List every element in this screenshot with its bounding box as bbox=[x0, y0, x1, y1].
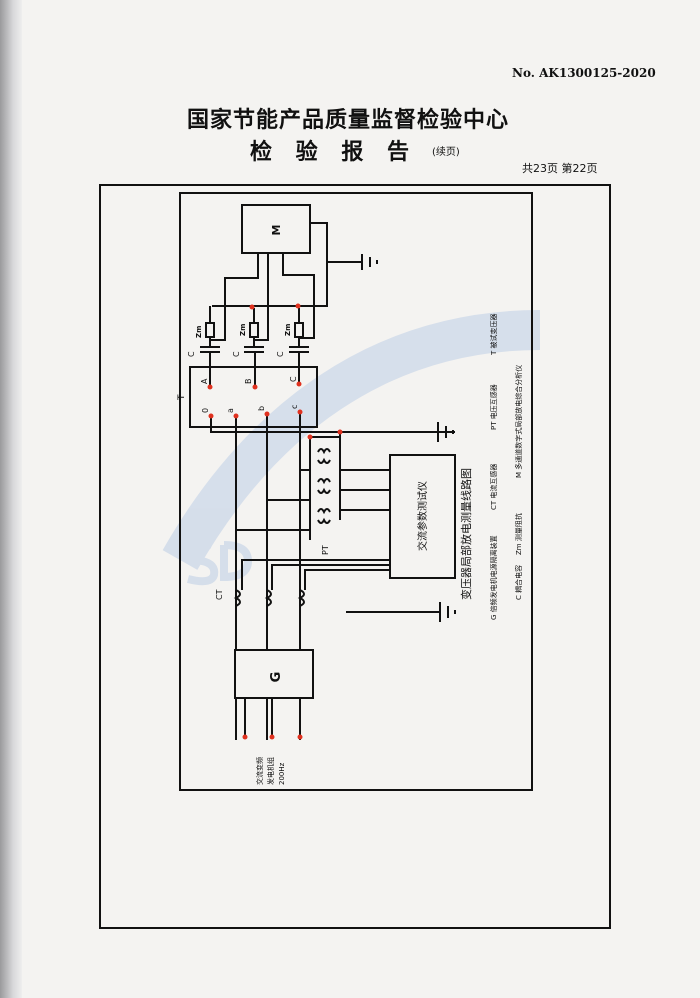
page-binding bbox=[0, 0, 22, 998]
terminal-b: b bbox=[257, 406, 266, 411]
label-c-1: C bbox=[187, 351, 196, 357]
instrument-box bbox=[389, 454, 456, 579]
outer-frame bbox=[99, 184, 611, 929]
label-c-2: C bbox=[232, 351, 241, 357]
label-t: T bbox=[177, 394, 187, 401]
report-title: 检 验 报 告 bbox=[250, 140, 417, 165]
organization-name: 国家节能产品质量监督检验中心 bbox=[187, 108, 510, 133]
legend-t: T 被试变压器 bbox=[489, 313, 498, 356]
legend-c: C 耦合电容 bbox=[514, 565, 523, 600]
label-g: G bbox=[269, 672, 284, 683]
analyzer-box bbox=[241, 204, 311, 254]
source-label-3: 200Hz bbox=[278, 762, 286, 785]
terminal-dots bbox=[207, 303, 343, 740]
report-number: No. AK1300125-2020 bbox=[512, 66, 656, 80]
legend-g: G 倍频发电机电源隔离装置 bbox=[489, 535, 498, 620]
terminal-c: c bbox=[290, 405, 299, 409]
source-label-2: 发电机组 bbox=[266, 757, 275, 785]
terminal-c-upper: C bbox=[289, 376, 298, 382]
label-m: M bbox=[270, 225, 283, 236]
label-pt: PT bbox=[321, 545, 330, 555]
source-label-1: 交流变频 bbox=[255, 757, 264, 785]
diagram-title: 变压器局部放电测量线路图 bbox=[459, 468, 473, 600]
terminal-a-upper: A bbox=[200, 378, 209, 384]
label-zm-3: Zm bbox=[284, 324, 292, 336]
page-counter: 共23页 第22页 bbox=[522, 162, 598, 175]
inner-frame bbox=[179, 192, 533, 791]
legend-ct: CT 电流互感器 bbox=[489, 464, 498, 510]
legend-m: M 多通道数字式局部放电综合分析仪 bbox=[514, 365, 523, 478]
continued-label: (续页) bbox=[432, 147, 460, 158]
generator-box bbox=[234, 649, 314, 699]
instrument-label: 交流参数测试仪 bbox=[416, 481, 429, 551]
terminal-a: a bbox=[226, 408, 235, 413]
terminal-0: 0 bbox=[201, 408, 210, 413]
label-zm-2: Zm bbox=[239, 324, 247, 336]
terminal-b-upper: B bbox=[244, 379, 253, 385]
legend-pt: PT 电压互感器 bbox=[489, 384, 498, 430]
label-ct: CT bbox=[215, 589, 224, 600]
label-c-3: C bbox=[276, 351, 285, 357]
test-transformer-box bbox=[189, 366, 318, 428]
label-zm-1: Zm bbox=[195, 326, 203, 338]
legend-zm: Zm 测量阻抗 bbox=[514, 513, 523, 555]
